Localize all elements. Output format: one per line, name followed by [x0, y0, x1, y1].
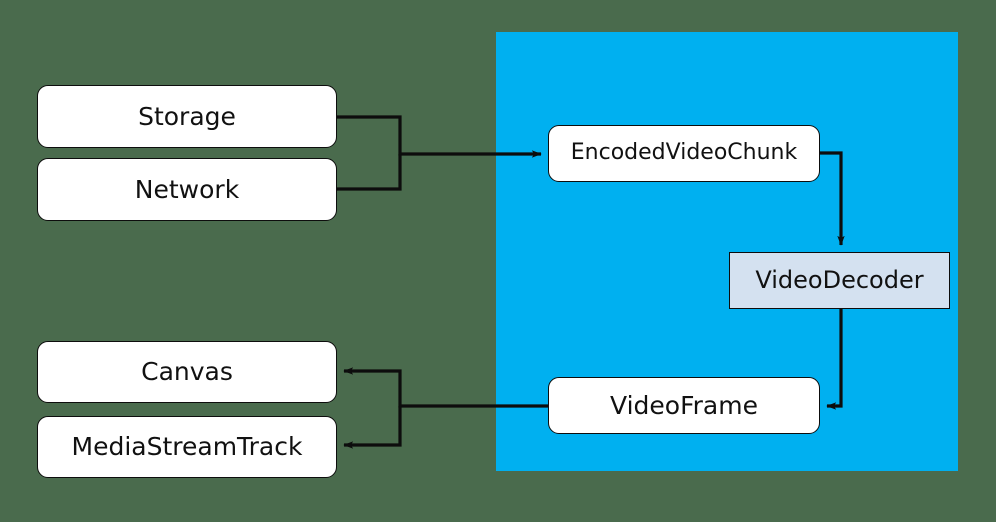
node-canvas[interactable]: Canvas — [37, 341, 337, 403]
node-label-video-frame: VideoFrame — [610, 390, 758, 420]
node-media-stream-track[interactable]: MediaStreamTrack — [37, 416, 337, 478]
node-video-frame[interactable]: VideoFrame — [548, 377, 820, 434]
node-video-decoder[interactable]: VideoDecoder — [729, 252, 950, 309]
node-label-media-stream-track: MediaStreamTrack — [71, 432, 303, 462]
node-network[interactable]: Network — [37, 158, 337, 221]
edge-video-frame-to-media-stream-track — [343, 406, 402, 449]
node-storage[interactable]: Storage — [37, 85, 337, 148]
node-encoded-video-chunk[interactable]: EncodedVideoChunk — [548, 125, 820, 182]
node-label-encoded-video-chunk: EncodedVideoChunk — [570, 140, 798, 166]
node-label-network: Network — [134, 174, 240, 204]
node-label-canvas: Canvas — [141, 357, 233, 387]
edge-network-to-encoded-video-chunk — [337, 154, 402, 191]
node-label-video-decoder: VideoDecoder — [755, 266, 924, 295]
node-label-storage: Storage — [138, 101, 236, 131]
